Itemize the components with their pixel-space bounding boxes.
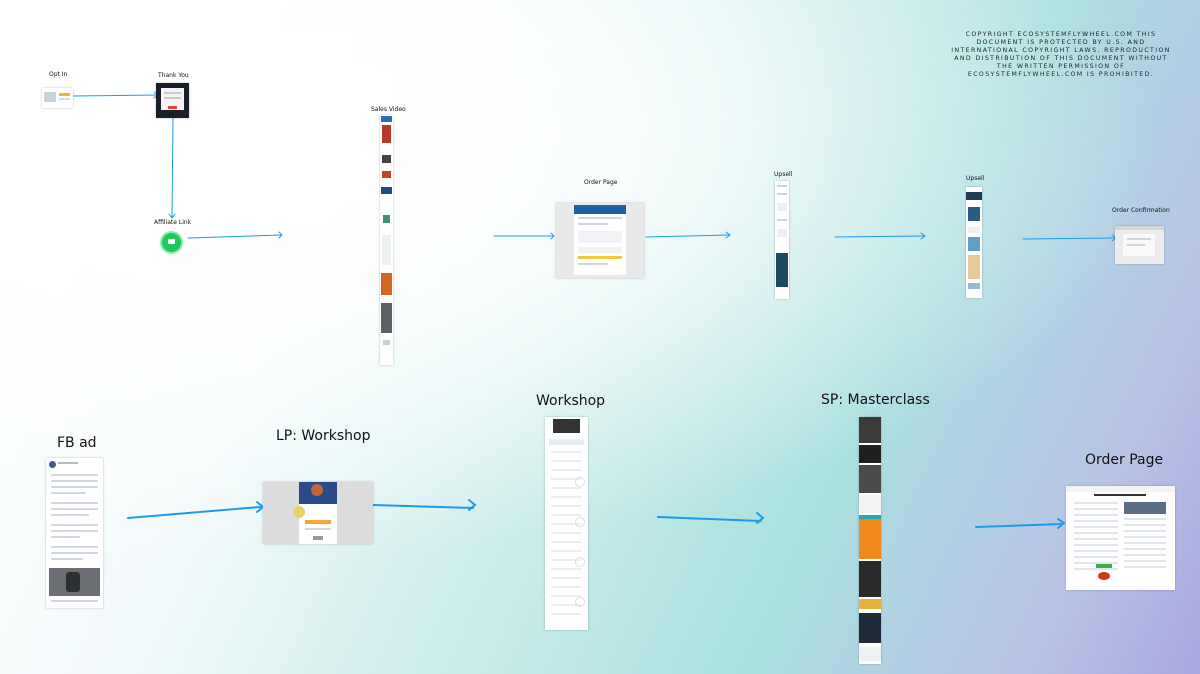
- affiliate-link-icon[interactable]: [162, 233, 181, 252]
- connector-masterclass-order-head: [1057, 518, 1066, 529]
- connector-upsell1-upsell2: [834, 235, 925, 238]
- sales-video-page-thumbnail[interactable]: [380, 115, 393, 365]
- sp-masterclass-page-thumbnail[interactable]: [859, 417, 881, 664]
- label-workshop: Workshop: [536, 393, 606, 409]
- label-order-page-top: Order Page: [584, 179, 618, 186]
- upsell-1-page-thumbnail[interactable]: [775, 181, 789, 299]
- connector-affiliate-salesvideo: [187, 234, 282, 239]
- label-fb-ad: FB ad: [57, 435, 97, 451]
- connector-affiliate-salesvideo-head: [278, 231, 283, 239]
- label-lp-workshop: LP: Workshop: [276, 428, 371, 444]
- label-order-page-bottom: Order Page: [1085, 452, 1164, 468]
- order-confirmation-page-thumbnail[interactable]: [1115, 226, 1164, 264]
- connector-upsell2-confirmation: [1022, 237, 1116, 240]
- order-page-top-thumbnail[interactable]: [556, 203, 644, 278]
- label-opt-in: Opt In: [49, 71, 68, 78]
- connector-lp-workshop: [372, 504, 474, 509]
- thankyou-page-thumbnail[interactable]: [156, 83, 189, 118]
- fb-ad-thumbnail[interactable]: [46, 458, 103, 608]
- order-page-bottom-thumbnail[interactable]: [1066, 486, 1175, 590]
- upsell-2-page-thumbnail[interactable]: [966, 187, 982, 298]
- lp-workshop-thumbnail[interactable]: [263, 482, 373, 544]
- label-affiliate-link: Affiliate Link: [154, 219, 192, 226]
- connector-order-upsell1-head: [725, 231, 731, 239]
- connector-thankyou-affiliate: [171, 117, 174, 218]
- label-order-confirmation: Order Confirmation: [1112, 207, 1170, 214]
- connector-workshop-masterclass: [657, 516, 762, 522]
- connector-masterclass-order: [975, 523, 1063, 528]
- label-sales-video: Sales Video: [371, 106, 406, 113]
- connector-optin-thankyou: [72, 94, 158, 97]
- label-sp-masterclass: SP: Masterclass: [821, 392, 930, 408]
- optin-page-thumbnail[interactable]: [42, 88, 73, 108]
- connector-lp-workshop-head: [468, 499, 477, 511]
- connector-order-upsell1: [645, 234, 730, 238]
- connector-fbad-lp: [127, 506, 261, 519]
- label-upsell-1: Upsell: [774, 171, 793, 178]
- connector-thankyou-affiliate-head: [168, 213, 176, 219]
- connector-salesvideo-order-head: [550, 232, 555, 240]
- label-upsell-2: Upsell: [966, 175, 985, 182]
- label-thank-you: Thank You: [158, 72, 189, 79]
- workshop-page-thumbnail[interactable]: [545, 417, 588, 630]
- connector-upsell1-upsell2-head: [920, 232, 926, 240]
- copyright-notice: COPYRIGHT ECOSYSTEMFLYWHEEL.COM THIS DOC…: [951, 31, 1171, 78]
- connector-workshop-masterclass-head: [756, 512, 765, 524]
